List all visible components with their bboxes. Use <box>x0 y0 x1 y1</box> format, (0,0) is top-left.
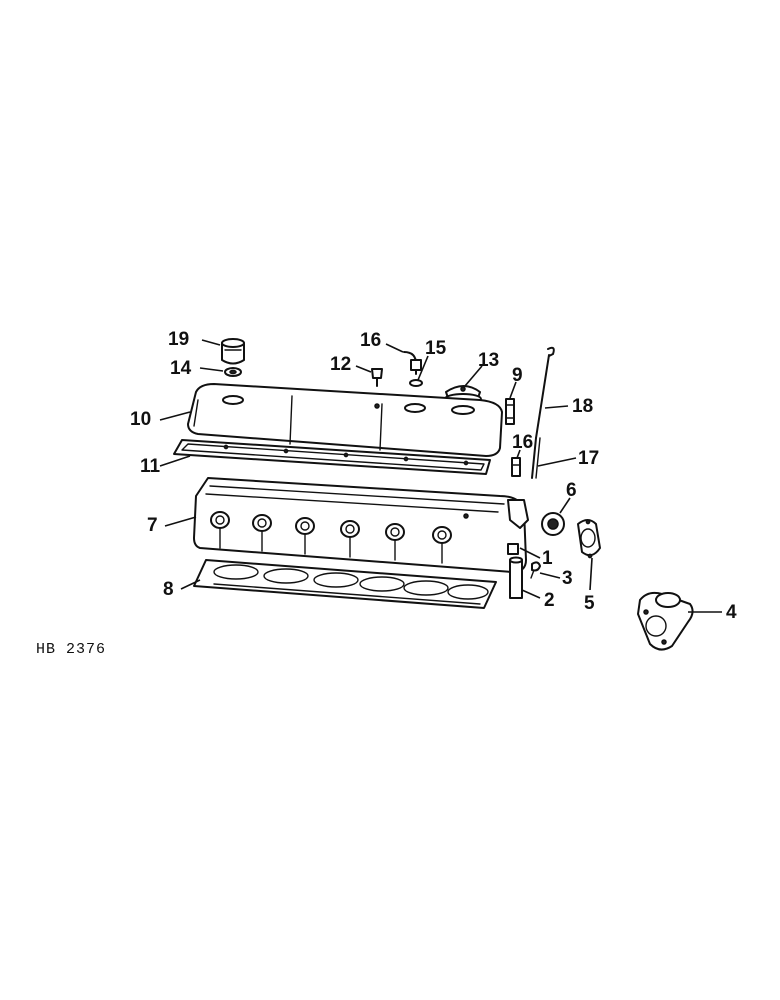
part-1-plug <box>507 543 519 555</box>
leader-16a <box>385 343 404 353</box>
callout-4: 4 <box>726 602 737 623</box>
part-4-water-outlet <box>637 591 694 651</box>
leader-17 <box>537 457 577 467</box>
leader-16b <box>516 449 521 459</box>
part-2-tube <box>509 556 523 599</box>
callout-13: 13 <box>478 350 499 371</box>
leader-8 <box>180 579 201 590</box>
callout-16-lower: 16 <box>512 432 533 453</box>
leader-12 <box>355 365 372 373</box>
leader-7 <box>164 516 197 527</box>
callout-2: 2 <box>544 590 555 611</box>
callout-9: 9 <box>512 365 523 386</box>
callout-6: 6 <box>566 480 577 501</box>
leader-14 <box>199 367 224 372</box>
leader-5 <box>589 557 593 591</box>
part-10-valve-cover <box>187 383 503 457</box>
part-11-cover-gasket <box>173 439 491 475</box>
leader-1 <box>519 547 541 559</box>
part-17-dipstick-tube <box>531 437 541 479</box>
callout-8: 8 <box>163 579 174 600</box>
part-3-ring <box>530 561 541 579</box>
leader-18 <box>544 405 569 409</box>
callout-12: 12 <box>330 354 351 375</box>
callout-18: 18 <box>572 396 593 417</box>
leader-10 <box>159 411 191 421</box>
leader-3 <box>539 572 561 579</box>
callout-11: 11 <box>140 456 161 477</box>
leader-2 <box>521 589 541 599</box>
part-19-filler-cap <box>221 338 245 365</box>
part-12-screw <box>371 368 383 387</box>
leader-11 <box>159 455 191 467</box>
leader-6 <box>559 497 571 514</box>
part-14-grommet <box>224 367 242 377</box>
leader-19 <box>201 339 221 346</box>
leader-13 <box>464 365 483 387</box>
callout-3: 3 <box>562 568 573 589</box>
cylinder-head-port-row <box>210 511 452 544</box>
figure-code: HB 2376 <box>36 641 106 658</box>
callout-5: 5 <box>584 593 595 614</box>
leader-15 <box>417 355 429 381</box>
callout-10: 10 <box>130 409 151 430</box>
callout-labels: 19 14 16 12 15 13 9 18 10 16 17 11 6 7 1… <box>130 329 737 623</box>
callout-14: 14 <box>170 358 192 379</box>
callout-16-top: 16 <box>360 330 381 351</box>
leader-9 <box>509 381 517 399</box>
callout-17: 17 <box>578 448 599 469</box>
part-8-head-gasket <box>193 559 497 609</box>
callout-1: 1 <box>542 548 553 569</box>
part-5-gasket <box>577 519 601 559</box>
part-6-thermostat <box>541 512 565 536</box>
part-7-cylinder-head <box>193 477 529 573</box>
callout-15: 15 <box>425 338 447 359</box>
part-16-elbow-fitting-top <box>403 351 422 375</box>
callout-19: 19 <box>168 329 189 350</box>
part-9-stud <box>505 398 515 425</box>
leader-lines <box>159 339 722 613</box>
part-16-fitting-lower <box>511 457 521 477</box>
part-18-dipstick <box>535 346 555 439</box>
callout-7: 7 <box>147 515 158 536</box>
part-15-washer <box>409 379 423 387</box>
